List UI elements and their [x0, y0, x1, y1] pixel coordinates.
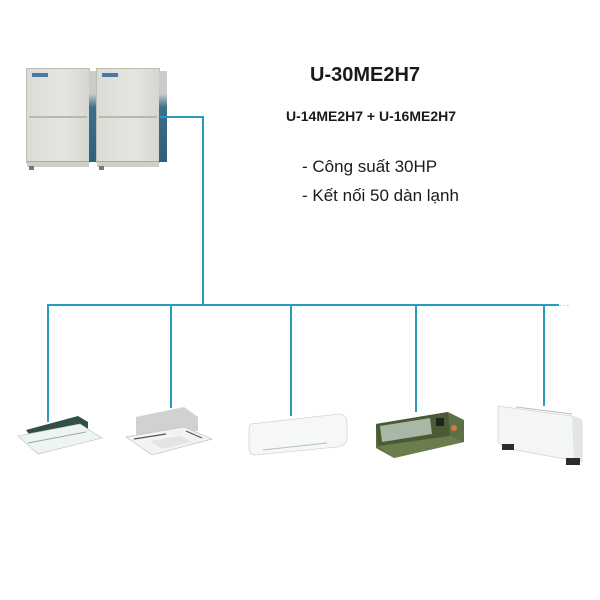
- indoor-unit-ducted: [376, 412, 464, 458]
- outdoor-unit-2: [96, 68, 167, 170]
- pipe-header: [47, 304, 559, 306]
- continuation-dots: ...: [559, 298, 571, 309]
- spec-capacity: - Công suất 30HP: [302, 157, 438, 176]
- panel-divider: [29, 116, 87, 118]
- outdoor-unit-1: [26, 68, 97, 170]
- panel-divider: [99, 116, 157, 118]
- brand-logo: [102, 73, 118, 77]
- unit-base: [27, 161, 89, 167]
- indoor-unit-4-way-cassette: [124, 407, 214, 456]
- pipe-outdoor-horizontal: [160, 116, 203, 118]
- pipe-main-riser: [202, 116, 204, 306]
- pipe-drop-5: [543, 304, 545, 406]
- unit-foot: [99, 166, 104, 170]
- indoor-unit-1-way-cassette: [17, 416, 104, 455]
- model-title: U-30ME2H7: [310, 64, 421, 86]
- pipe-drop-3: [290, 304, 292, 416]
- indoor-unit-wall-mounted: [248, 413, 348, 456]
- pipe-drop-2: [170, 304, 172, 408]
- indoor-unit-floor-standing: [497, 405, 583, 465]
- pipe-drop-1: [47, 304, 49, 422]
- unit-foot: [29, 166, 34, 170]
- brand-logo: [32, 73, 48, 77]
- model-combination: U-14ME2H7 + U-16ME2H7: [286, 108, 457, 124]
- spec-connection: - Kết nối 50 dàn lạnh: [302, 186, 459, 205]
- pipe-drop-4: [415, 304, 417, 412]
- unit-base: [97, 161, 159, 167]
- unit-side: [89, 71, 97, 162]
